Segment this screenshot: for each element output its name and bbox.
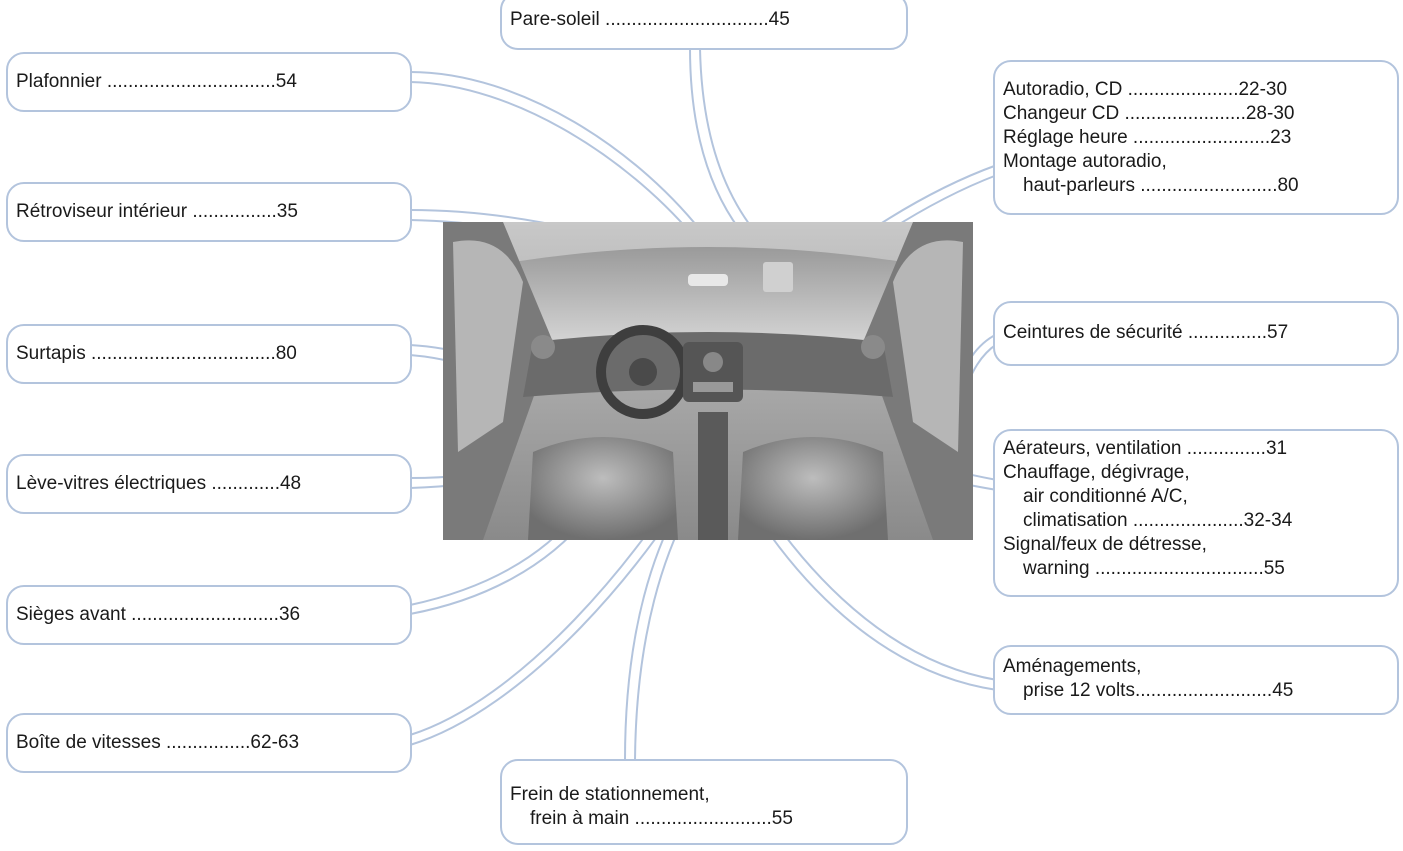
callout-leve-vitres: Lève-vitres électriques .............48 (6, 454, 412, 514)
callout-line: Aménagements, (1003, 656, 1142, 677)
callout-aerateurs: Aérateurs, ventilation ...............31… (993, 429, 1399, 597)
callout-line: Sièges avant ...........................… (16, 604, 301, 625)
callout-line: Changeur CD .......................28-30 (1003, 103, 1295, 124)
callout-amenagements: Aménagements, prise 12 volts............… (993, 645, 1399, 715)
callout-pare-soleil: Pare-soleil ............................… (500, 0, 908, 50)
callout-line: prise 12 volts..........................… (1023, 680, 1294, 701)
callout-plafonnier: Plafonnier .............................… (6, 52, 412, 112)
callout-line: Frein de stationnement, (510, 784, 710, 805)
callout-boite: Boîte de vitesses ................62-63 (6, 713, 412, 773)
callout-line: air conditionné A/C, (1023, 486, 1188, 507)
callout-surtapis: Surtapis ...............................… (6, 324, 412, 384)
callout-line: Rétroviseur intérieur ................35 (16, 201, 298, 222)
callout-line: Aérateurs, ventilation ...............31 (1003, 438, 1288, 459)
callout-line: Signal/feux de détresse, (1003, 534, 1207, 555)
callout-line: Plafonnier .............................… (16, 71, 297, 92)
callout-ceintures: Ceintures de sécurité ...............57 (993, 301, 1399, 366)
callout-line: Boîte de vitesses ................62-63 (16, 732, 300, 753)
callout-frein: Frein de stationnement, frein à main ...… (500, 759, 908, 845)
callout-line: haut-parleurs ..........................… (1023, 175, 1299, 196)
callout-sieges: Sièges avant ...........................… (6, 585, 412, 645)
callout-line: Surtapis ...............................… (16, 343, 297, 364)
callout-line: Chauffage, dégivrage, (1003, 462, 1190, 483)
car-interior-illustration (443, 222, 973, 540)
callout-autoradio: Autoradio, CD .....................22-30… (993, 60, 1399, 215)
callout-line: Autoradio, CD .....................22-30 (1003, 79, 1288, 100)
callout-line: warning ................................… (1023, 558, 1285, 579)
callout-retroviseur: Rétroviseur intérieur ................35 (6, 182, 412, 242)
callout-line: Ceintures de sécurité ...............57 (1003, 322, 1289, 343)
callout-line: Réglage heure ..........................… (1003, 127, 1292, 148)
callout-line: Pare-soleil ............................… (510, 9, 790, 30)
callout-line: Montage autoradio, (1003, 151, 1167, 172)
callout-line: frein à main ..........................5… (530, 808, 793, 829)
callout-line: Lève-vitres électriques .............48 (16, 473, 302, 494)
callout-line: climatisation .....................32-34 (1023, 510, 1293, 531)
